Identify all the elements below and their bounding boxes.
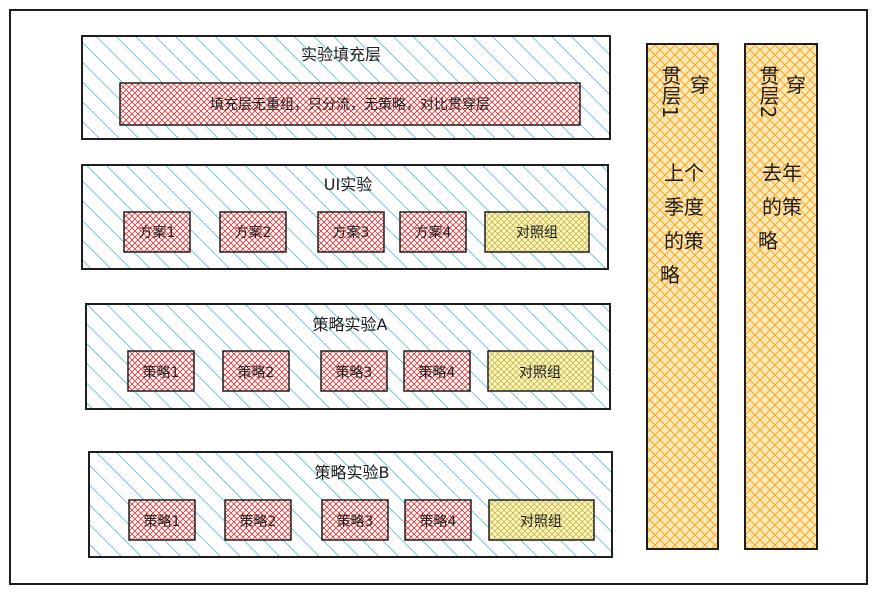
ui-plan-3-box	[317, 211, 385, 253]
through-layer-2-line-1: 去年	[762, 161, 802, 185]
strategy-a-3-box	[320, 350, 388, 392]
outer-frame	[9, 9, 868, 585]
through-layer-1-line-3: 的策	[664, 229, 704, 253]
strategy-a-panel: 策略实验A 策略1 策略2 策略3 策略4 对照组	[85, 303, 611, 410]
ui-plan-2-box	[219, 211, 287, 253]
through-layer-2-line-2: 的策	[762, 195, 802, 219]
through-layer-1-name: 贯层1	[658, 66, 682, 119]
fill-layer-bar-text: 填充层无重组，只分流，无策略，对比贯穿层	[210, 96, 490, 113]
ui-plan-3-label: 方案3	[333, 224, 370, 241]
through-layer-1-line-4: 略	[660, 263, 680, 287]
strategy-b-panel: 策略实验B 策略1 策略2 策略3 策略4 对照组	[88, 451, 613, 558]
through-layer-2-name: 贯层2	[756, 66, 780, 119]
through-layer-2-panel: 贯层2 穿 去年 的策 略	[744, 43, 818, 550]
through-layer-1-line-2: 季度	[664, 195, 704, 219]
strategy-b-1-box	[128, 499, 196, 541]
ui-experiment-panel: UI实验 方案1 方案2 方案3 方案4 对照组	[81, 164, 609, 270]
strategy-a-3-label: 策略3	[336, 364, 373, 381]
through-layer-2-name-2: 穿	[786, 73, 806, 97]
ui-plan-4-box	[399, 211, 467, 253]
strategy-b-3-label: 策略3	[337, 513, 374, 530]
ui-control-box	[484, 211, 590, 253]
strategy-a-control-box	[487, 350, 594, 392]
strategy-b-1-label: 策略1	[144, 513, 181, 530]
strategy-a-2-box	[222, 350, 290, 392]
strategy-b-title: 策略实验B	[315, 463, 390, 482]
ui-plan-2-label: 方案2	[235, 224, 272, 241]
strategy-b-3-box	[321, 499, 389, 541]
fill-layer-panel: 实验填充层 填充层无重组，只分流，无策略，对比贯穿层	[81, 35, 611, 140]
strategy-b-4-label: 策略4	[420, 513, 457, 530]
strategy-a-4-box	[403, 350, 471, 392]
strategy-b-2-box	[224, 499, 292, 541]
ui-control-label: 对照组	[516, 225, 558, 241]
strategy-b-control-label: 对照组	[520, 514, 562, 530]
strategy-b-4-box	[404, 499, 472, 541]
strategy-a-control-label: 对照组	[519, 365, 561, 381]
strategy-a-4-label: 策略4	[419, 364, 456, 381]
strategy-b-control-box	[488, 499, 595, 541]
fill-layer-title: 实验填充层	[301, 45, 381, 64]
through-layer-1-panel: 贯层1 穿 上个 季度 的策 略	[646, 43, 719, 550]
strategy-a-title: 策略实验A	[313, 315, 388, 334]
through-layer-2-line-3: 略	[758, 229, 778, 253]
ui-plan-4-label: 方案4	[415, 224, 452, 241]
strategy-a-1-label: 策略1	[143, 364, 180, 381]
strategy-a-2-label: 策略2	[238, 364, 275, 381]
strategy-a-1-box	[127, 350, 195, 392]
ui-experiment-title: UI实验	[324, 175, 372, 194]
ui-plan-1-label: 方案1	[139, 224, 176, 241]
through-layer-1-line-1: 上个	[664, 161, 704, 185]
through-layer-1-name-2: 穿	[690, 73, 710, 97]
ui-plan-1-box	[123, 211, 191, 253]
fill-layer-bar	[119, 82, 581, 126]
strategy-b-2-label: 策略2	[240, 513, 277, 530]
